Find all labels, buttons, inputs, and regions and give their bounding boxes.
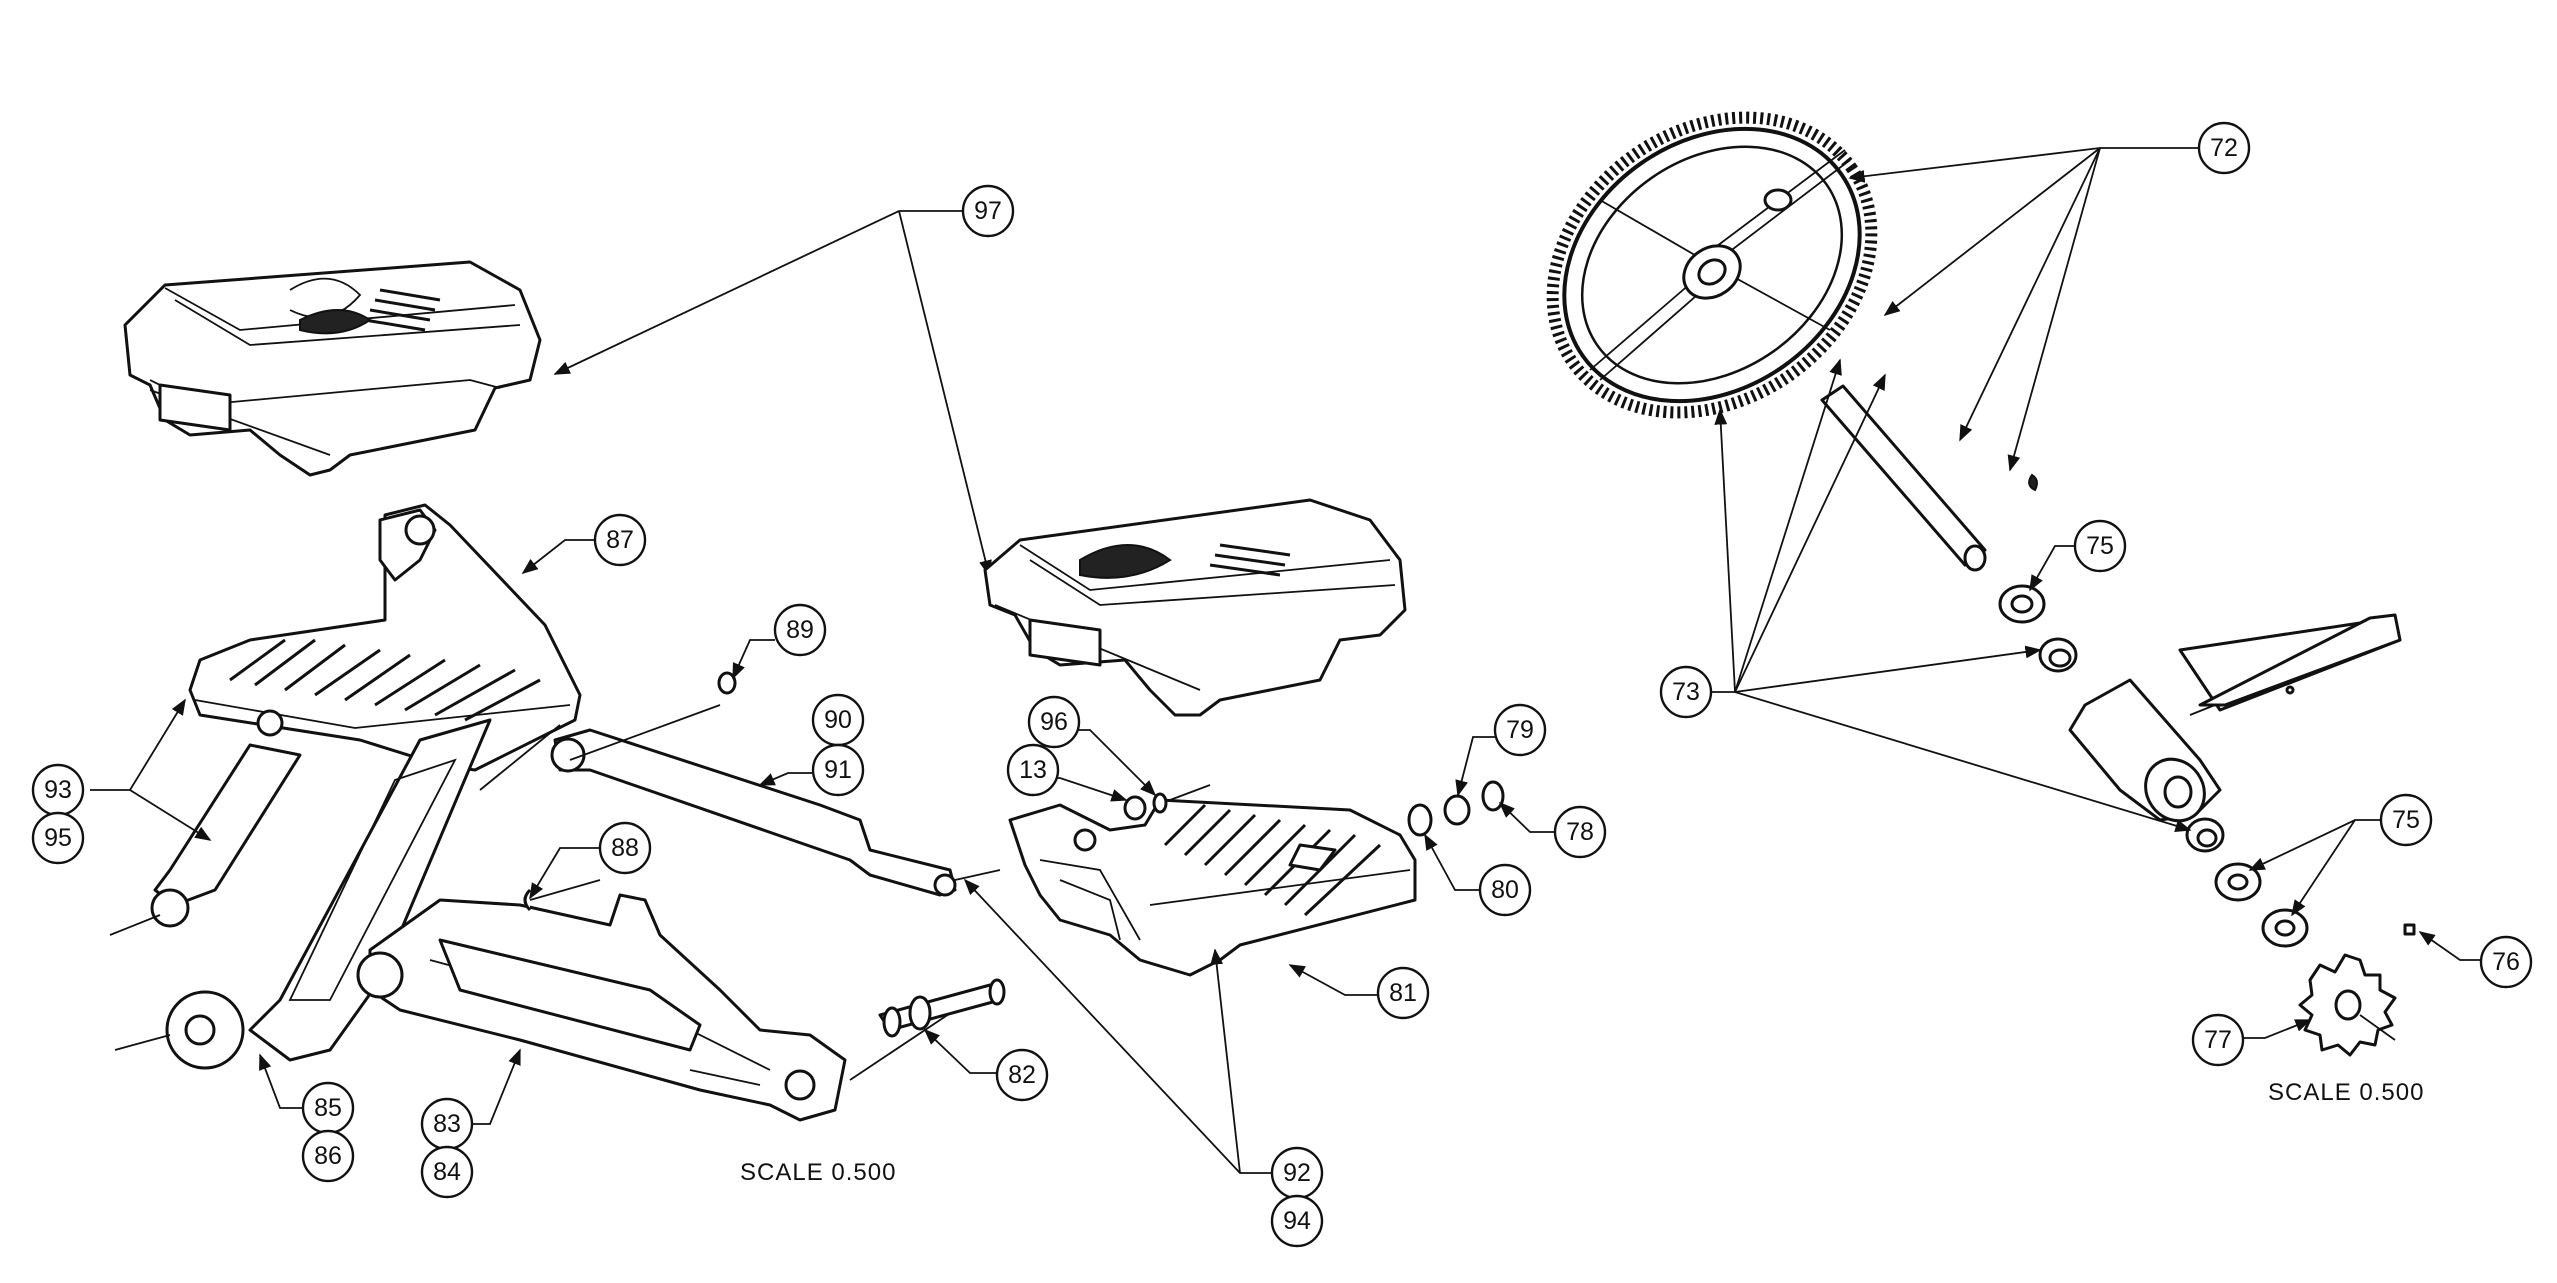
callout-13-label: 13 (1019, 756, 1047, 784)
bushing-lower (2185, 817, 2225, 853)
callout-87: 87 (593, 513, 647, 567)
pedal-arm-assembly-left (109, 503, 582, 1070)
snap-ring-88 (523, 879, 601, 912)
callout-96-label: 96 (1040, 708, 1068, 736)
callout-93: 93 (31, 763, 85, 817)
callout-91: 91 (811, 743, 865, 797)
callout-89: 89 (773, 603, 827, 657)
callout-75-lower: 75 (2379, 793, 2433, 847)
callout-81: 81 (1376, 966, 1430, 1020)
callout-90: 90 (811, 693, 865, 747)
callout-87-label: 87 (606, 526, 634, 554)
callout-97: 97 (961, 184, 1015, 238)
callout-75-upper-label: 75 (2086, 532, 2114, 560)
callout-76-label: 76 (2492, 948, 2520, 976)
callout-81-label: 81 (1389, 979, 1417, 1007)
callout-83: 83 (420, 1097, 474, 1151)
small-fasteners-left (717, 671, 1505, 837)
gear-axle-shaft (1820, 384, 2038, 572)
callout-75-upper: 75 (2073, 519, 2127, 573)
callout-73: 73 (1659, 665, 1713, 719)
callout-84-label: 84 (433, 1158, 461, 1186)
callout-76: 76 (2479, 935, 2533, 989)
callout-93-label: 93 (44, 776, 72, 804)
callout-82-label: 82 (1008, 1061, 1036, 1089)
leaders-right (1710, 147, 2483, 1039)
link-rod (550, 704, 1001, 897)
callout-84: 84 (420, 1145, 474, 1199)
scale-label-right: SCALE 0.500 (2268, 1079, 2424, 1106)
callout-13: 13 (1006, 743, 1060, 797)
callout-96: 96 (1027, 695, 1081, 749)
crank-arm (356, 893, 1001, 1122)
axle-pin (878, 978, 1006, 1038)
callout-78-label: 78 (1566, 818, 1594, 846)
callout-77: 77 (2191, 1013, 2245, 1067)
callout-92: 92 (1270, 1146, 1324, 1200)
callout-79: 79 (1493, 703, 1547, 757)
washer-upper (1998, 584, 2046, 624)
gear-wheel (1546, 111, 1878, 419)
leader-97 (553, 210, 992, 577)
leaders-left (90, 539, 1555, 1174)
callout-85: 85 (301, 1081, 355, 1135)
callout-97-label: 97 (974, 197, 1002, 225)
callout-72-label: 72 (2210, 134, 2238, 162)
callout-85-label: 85 (314, 1094, 342, 1122)
callout-79-label: 79 (1506, 716, 1534, 744)
callout-80: 80 (1478, 863, 1532, 917)
pedal-cover-middle (983, 498, 1407, 717)
sprocket (2298, 953, 2397, 1057)
key-pin (2403, 923, 2416, 936)
callout-82: 82 (995, 1048, 1049, 1102)
washer-lower-1 (2214, 862, 2262, 902)
callout-86: 86 (301, 1129, 355, 1183)
callout-88-label: 88 (611, 834, 639, 862)
callout-80-label: 80 (1491, 876, 1519, 904)
callout-72: 72 (2197, 121, 2251, 175)
callout-89-label: 89 (786, 616, 814, 644)
pedal-platform-right (1008, 798, 1417, 977)
callout-78: 78 (1553, 805, 1607, 859)
callout-94-label: 94 (1283, 1207, 1311, 1235)
callout-94: 94 (1270, 1194, 1324, 1248)
callout-73-label: 73 (1672, 678, 1700, 706)
scale-label-left: SCALE 0.500 (740, 1159, 896, 1186)
callout-95-label: 95 (44, 824, 72, 852)
callout-83-label: 83 (433, 1110, 461, 1138)
hub-housing (2068, 613, 2402, 823)
callout-88: 88 (598, 821, 652, 875)
washer-lower-2 (2261, 908, 2309, 948)
callout-75-lower-label: 75 (2392, 806, 2420, 834)
callout-90-label: 90 (824, 706, 852, 734)
callout-86-label: 86 (314, 1142, 342, 1170)
bushing-upper (2038, 637, 2078, 673)
callout-92-label: 92 (1283, 1159, 1311, 1187)
callout-77-label: 77 (2204, 1026, 2232, 1054)
pedal-cover-upper (123, 260, 542, 477)
callout-95: 95 (31, 811, 85, 865)
callout-91-label: 91 (824, 756, 852, 784)
